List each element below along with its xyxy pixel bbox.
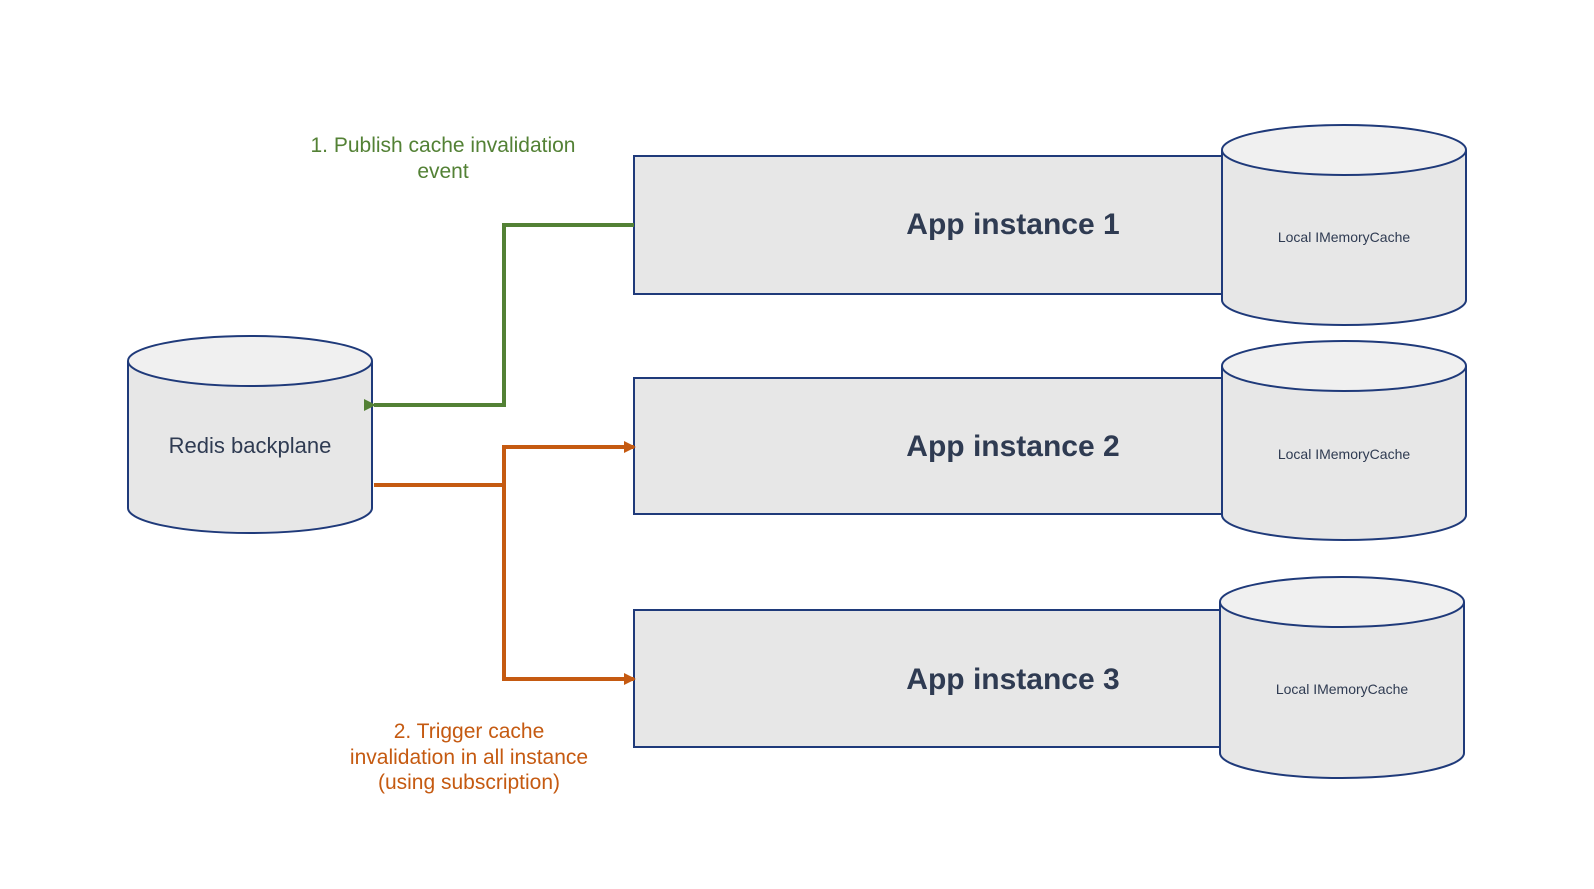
trigger-annotation: 2. Trigger cache invalidation in all ins… (350, 720, 588, 794)
redis-backplane-label: Redis backplane (169, 433, 332, 458)
publish-annotation-line-1: 1. Publish cache invalidation (310, 134, 575, 157)
app-instance-1: App instance 1 (633, 155, 1223, 295)
app-instance-3: App instance 3 (633, 609, 1223, 748)
trigger-arrow-instance-2 (502, 441, 636, 485)
trigger-annotation-line-2: invalidation in all instance (350, 746, 588, 769)
trigger-annotation-line-1: 2. Trigger cache (394, 720, 545, 743)
local-cache-3-cylinder: Local IMemoryCache (1219, 576, 1465, 779)
app-instance-3-label: App instance 3 (906, 663, 1119, 696)
publish-annotation-line-2: event (417, 160, 469, 183)
local-cache-1-label: Local IMemoryCache (1278, 229, 1410, 245)
local-cache-2-cylinder: Local IMemoryCache (1221, 340, 1467, 541)
redis-backplane-cylinder: Redis backplane (127, 335, 373, 534)
app-instance-2: App instance 2 (633, 377, 1223, 515)
local-cache-3-label: Local IMemoryCache (1276, 681, 1408, 697)
local-cache-1-cylinder: Local IMemoryCache (1221, 124, 1467, 326)
local-cache-2-label: Local IMemoryCache (1278, 446, 1410, 462)
publish-annotation: 1. Publish cache invalidation event (310, 134, 575, 183)
app-instance-1-label: App instance 1 (906, 208, 1119, 241)
trigger-arrow-instance-3 (502, 485, 636, 685)
trigger-annotation-line-3: (using subscription) (378, 771, 560, 794)
app-instance-2-label: App instance 2 (906, 430, 1119, 463)
publish-arrow (364, 223, 634, 411)
